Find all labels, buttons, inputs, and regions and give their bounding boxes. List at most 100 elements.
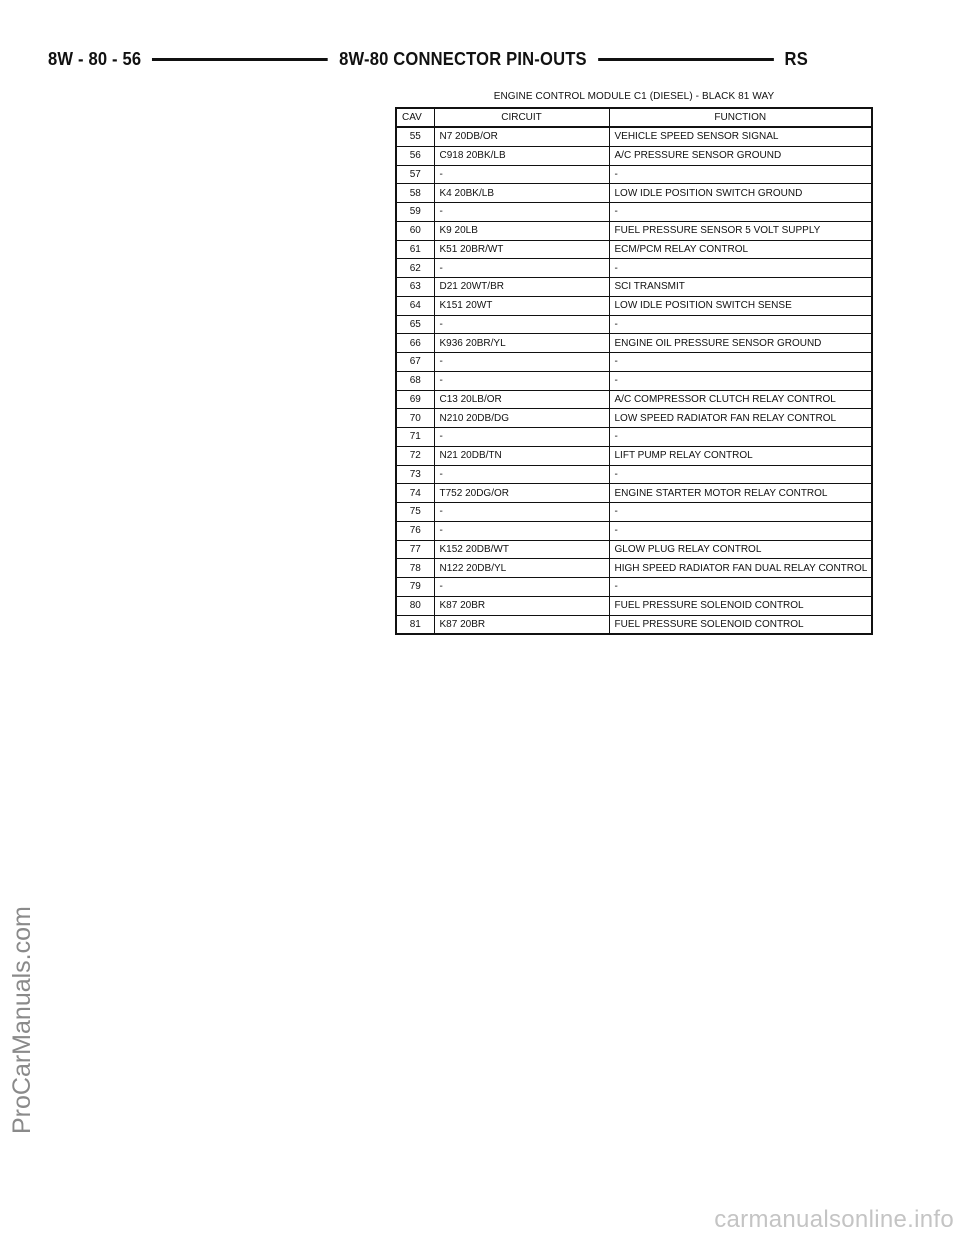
cell-function: - <box>608 202 872 222</box>
cell-function: FUEL PRESSURE SOLENOID CONTROL <box>608 596 872 616</box>
cell-circuit: - <box>433 165 609 185</box>
cell-circuit: - <box>433 315 609 335</box>
table-row: 75-- <box>396 502 872 522</box>
cell-function: - <box>608 371 872 391</box>
table-row: 76-- <box>396 521 872 541</box>
header-rule-right <box>597 57 774 61</box>
cell-cav: 58 <box>396 183 434 203</box>
page-header: 8W - 80 - 56 8W-80 CONNECTOR PIN-OUTS RS <box>48 44 808 74</box>
cell-circuit: T752 20DG/OR <box>433 483 609 503</box>
cell-cav: 57 <box>396 165 434 185</box>
cell-function: - <box>608 258 872 278</box>
cell-circuit: N210 20DB/DG <box>433 408 609 428</box>
cell-circuit: K4 20BK/LB <box>433 183 609 203</box>
cell-function: - <box>608 352 872 372</box>
cell-cav: 63 <box>396 277 434 297</box>
cell-circuit: - <box>433 352 609 372</box>
cell-function: LOW IDLE POSITION SWITCH SENSE <box>608 296 872 316</box>
cell-function: - <box>608 577 872 597</box>
cell-function: SCI TRANSMIT <box>608 277 872 297</box>
table-row: 71-- <box>396 427 872 447</box>
cell-circuit: K151 20WT <box>433 296 609 316</box>
table-row: 79-- <box>396 577 872 597</box>
table-row: 73-- <box>396 465 872 485</box>
section-title: 8W-80 CONNECTOR PIN-OUTS <box>339 48 587 69</box>
cell-function: LOW IDLE POSITION SWITCH GROUND <box>608 183 872 203</box>
cell-cav: 76 <box>396 521 434 541</box>
cell-cav: 80 <box>396 596 434 616</box>
cell-function: - <box>608 165 872 185</box>
cell-circuit: K9 20LB <box>433 221 609 241</box>
cell-circuit: C918 20BK/LB <box>433 146 609 166</box>
cell-circuit: - <box>433 465 609 485</box>
column-header-function: FUNCTION <box>608 108 872 128</box>
cell-function: VEHICLE SPEED SENSOR SIGNAL <box>608 127 872 147</box>
cell-circuit: K87 20BR <box>433 596 609 616</box>
cell-function: GLOW PLUG RELAY CONTROL <box>608 540 872 560</box>
cell-cav: 75 <box>396 502 434 522</box>
cell-cav: 77 <box>396 540 434 560</box>
cell-function: - <box>608 315 872 335</box>
cell-cav: 81 <box>396 615 434 635</box>
cell-circuit: K936 20BR/YL <box>433 333 609 353</box>
cell-function: A/C PRESSURE SENSOR GROUND <box>608 146 872 166</box>
cell-function: ECM/PCM RELAY CONTROL <box>608 240 872 260</box>
cell-cav: 72 <box>396 446 434 466</box>
cell-cav: 62 <box>396 258 434 278</box>
cell-circuit: - <box>433 577 609 597</box>
cell-cav: 69 <box>396 390 434 410</box>
cell-function: - <box>608 502 872 522</box>
column-header-circuit: CIRCUIT <box>433 108 609 128</box>
table-row: 57-- <box>396 165 872 185</box>
cell-circuit: K51 20BR/WT <box>433 240 609 260</box>
cell-circuit: - <box>433 371 609 391</box>
cell-circuit: - <box>433 427 609 447</box>
cell-function: ENGINE OIL PRESSURE SENSOR GROUND <box>608 333 872 353</box>
cell-cav: 74 <box>396 483 434 503</box>
cell-cav: 68 <box>396 371 434 391</box>
column-header-cav: CAV <box>396 108 434 128</box>
cell-function: HIGH SPEED RADIATOR FAN DUAL RELAY CONTR… <box>608 558 872 578</box>
cell-function: FUEL PRESSURE SOLENOID CONTROL <box>608 615 872 635</box>
cell-function: A/C COMPRESSOR CLUTCH RELAY CONTROL <box>608 390 872 410</box>
cell-circuit: N122 20DB/YL <box>433 558 609 578</box>
table-row: 67-- <box>396 352 872 372</box>
cell-function: ENGINE STARTER MOTOR RELAY CONTROL <box>608 483 872 503</box>
header-rule-left <box>152 57 329 61</box>
cell-circuit: - <box>433 202 609 222</box>
table-row: 68-- <box>396 371 872 391</box>
cell-cav: 70 <box>396 408 434 428</box>
page-number: 8W - 80 - 56 <box>48 48 142 69</box>
cell-cav: 65 <box>396 315 434 335</box>
cell-function: - <box>608 427 872 447</box>
cell-cav: 56 <box>396 146 434 166</box>
cell-circuit: N7 20DB/OR <box>433 127 609 147</box>
cell-cav: 79 <box>396 577 434 597</box>
cell-cav: 73 <box>396 465 434 485</box>
cell-cav: 60 <box>396 221 434 241</box>
cell-function: - <box>608 465 872 485</box>
cell-cav: 59 <box>396 202 434 222</box>
table-row: 59-- <box>396 202 872 222</box>
table-header-row: CAV CIRCUIT FUNCTION <box>396 108 872 128</box>
table-row: 65-- <box>396 315 872 335</box>
cell-cav: 66 <box>396 333 434 353</box>
table-row: 62-- <box>396 258 872 278</box>
side-watermark: ProCarManuals.com <box>8 906 36 1134</box>
cell-function: LIFT PUMP RELAY CONTROL <box>608 446 872 466</box>
cell-circuit: K152 20DB/WT <box>433 540 609 560</box>
model-code: RS <box>784 48 808 69</box>
